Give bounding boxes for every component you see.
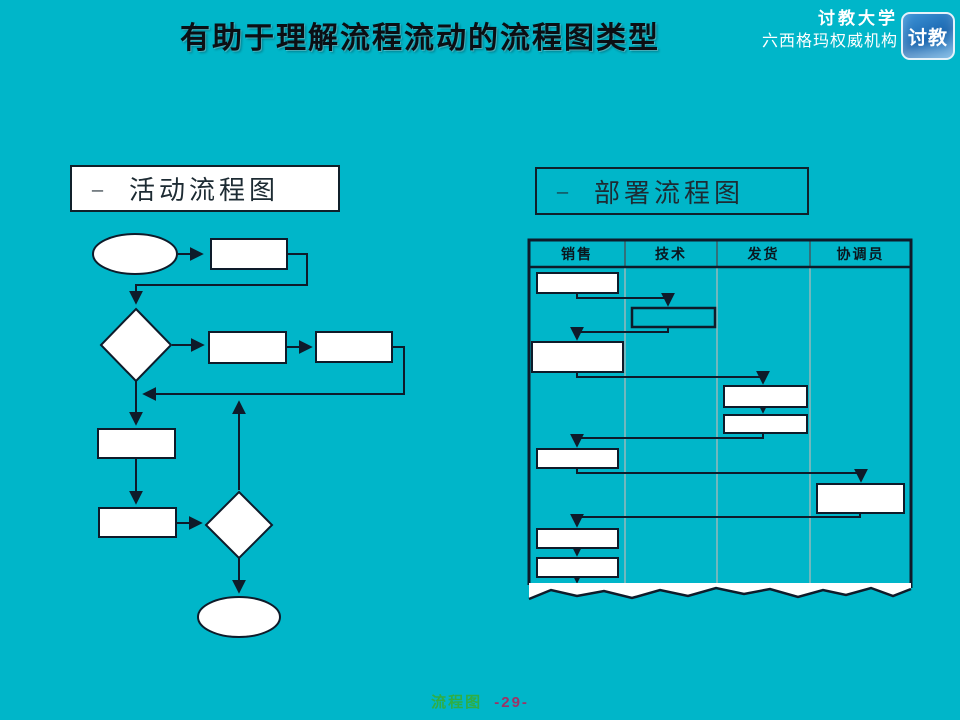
edge-p3-feedback bbox=[142, 346, 405, 401]
activity-flowchart bbox=[92, 233, 405, 638]
brand-block: 讨教大学 六西格玛权威机构 bbox=[762, 9, 898, 51]
process-2 bbox=[208, 331, 287, 364]
lane-header-tech: 技术 bbox=[655, 245, 687, 262]
step-2-tech bbox=[630, 306, 717, 329]
process-1 bbox=[210, 238, 288, 270]
step-6-sales bbox=[536, 448, 619, 469]
step-8-sales bbox=[536, 528, 619, 549]
step-5-shipping bbox=[723, 414, 808, 434]
deployment-flowchart-label-box: – 部署流程图 bbox=[535, 167, 809, 215]
step-3-sales bbox=[531, 341, 624, 373]
footer-doc-label: 流程图 bbox=[431, 694, 483, 711]
table-frame bbox=[527, 238, 913, 588]
process-4 bbox=[97, 428, 176, 459]
page-title: 有助于理解流程流动的流程图类型 bbox=[180, 22, 660, 55]
edge-p1-d1 bbox=[129, 253, 308, 305]
brand-university: 讨教大学 bbox=[818, 9, 898, 28]
step-4-shipping bbox=[723, 385, 808, 408]
footer: 流程图 -29- bbox=[0, 691, 960, 712]
lane-header-row: 销售 技术 发货 协调员 bbox=[529, 240, 911, 267]
step-7-coordinator bbox=[816, 483, 905, 514]
lane-header-shipping: 发货 bbox=[747, 245, 780, 262]
activity-flowchart-label: 活动流程图 bbox=[129, 176, 280, 205]
step-9-sales bbox=[536, 557, 619, 578]
brand-logo: 讨教 bbox=[901, 12, 955, 60]
decision-2 bbox=[204, 490, 274, 560]
footer-page-number: -29- bbox=[494, 694, 529, 711]
decision-1 bbox=[99, 307, 173, 383]
start-ellipse bbox=[92, 233, 178, 275]
deployment-flowchart-label: 部署流程图 bbox=[594, 178, 745, 208]
torn-edge-band bbox=[529, 583, 911, 599]
process-5 bbox=[98, 507, 177, 538]
activity-flowchart-label-box: – 活动流程图 bbox=[70, 165, 340, 212]
bullet-dash: – bbox=[557, 178, 568, 203]
process-3 bbox=[315, 331, 393, 363]
lane-dividers bbox=[624, 267, 811, 583]
deployment-connectors bbox=[570, 292, 868, 584]
lane-header-sales: 销售 bbox=[561, 245, 593, 262]
lane-header-coordinator: 协调员 bbox=[836, 245, 885, 262]
bullet-dash: – bbox=[92, 175, 103, 201]
step-1-sales bbox=[536, 272, 619, 294]
brand-logo-text: 讨教 bbox=[907, 27, 948, 49]
deployment-flowchart bbox=[527, 238, 913, 601]
end-ellipse bbox=[197, 596, 281, 638]
brand-subtitle: 六西格玛权威机构 bbox=[761, 32, 898, 50]
torn-edge-line bbox=[528, 586, 912, 601]
